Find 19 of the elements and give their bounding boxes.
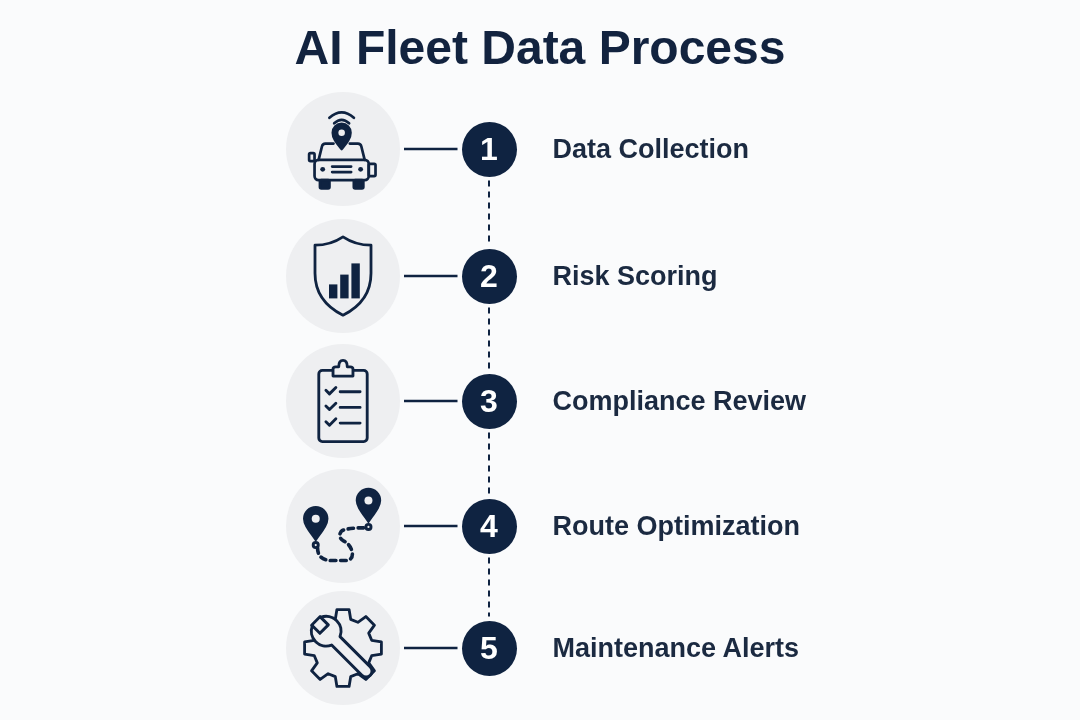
dashed-connector: [488, 431, 490, 496]
step-number: 4: [461, 498, 517, 554]
connector-line: [404, 274, 458, 278]
step-label: Route Optimization: [552, 510, 800, 543]
step-label: Data Collection: [552, 133, 750, 166]
title: AI Fleet Data Process: [294, 20, 786, 76]
connector-line: [404, 147, 458, 151]
step-label: Maintenance Alerts: [552, 632, 800, 665]
connector-line: [404, 646, 458, 650]
dashed-connector: [488, 306, 490, 371]
connector-line: [404, 399, 458, 403]
step-label: Compliance Review: [552, 385, 807, 418]
step-number: 5: [461, 620, 517, 676]
step-label: Risk Scoring: [552, 260, 718, 293]
step-number: 1: [461, 121, 517, 177]
step-number: 3: [461, 373, 517, 429]
dashed-connector: [488, 556, 490, 618]
connector-line: [404, 524, 458, 528]
step-number: 2: [461, 248, 517, 304]
